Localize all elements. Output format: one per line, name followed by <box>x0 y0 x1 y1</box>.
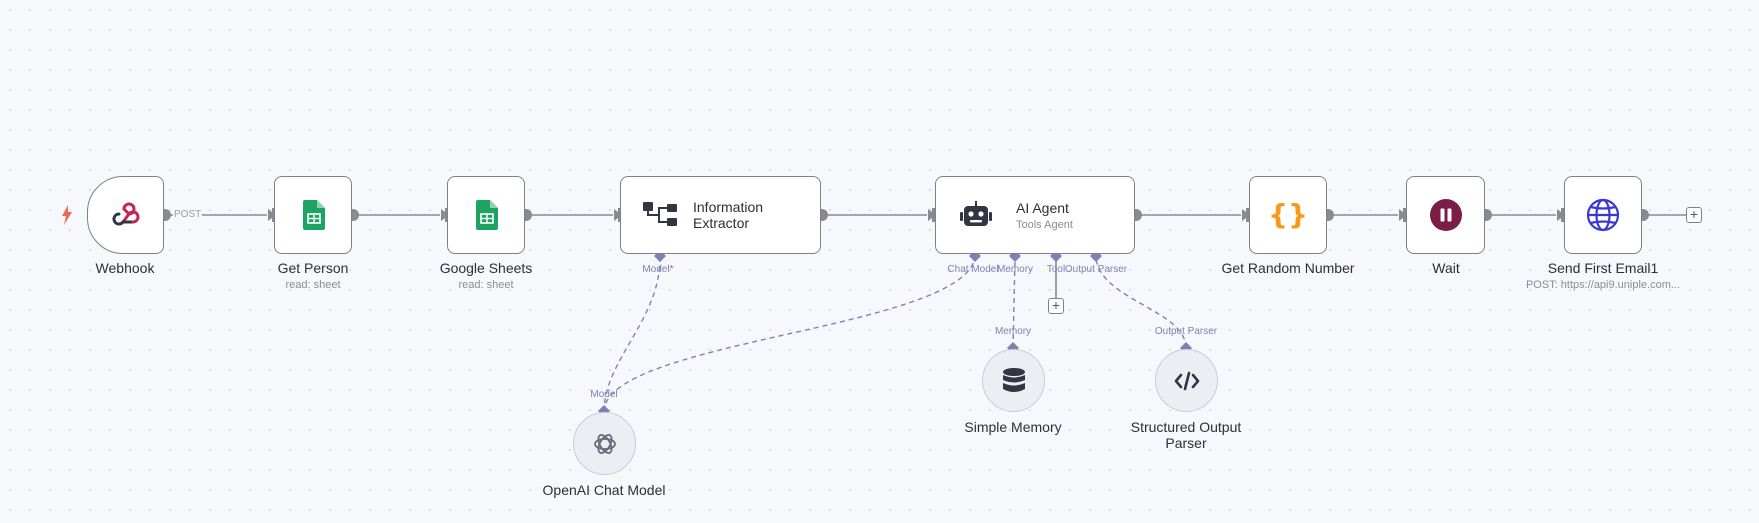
wait-label: Wait <box>1432 260 1460 276</box>
port-chat-model-label: Chat Model <box>947 264 999 275</box>
code-icon <box>1174 371 1199 390</box>
google-sheets-icon <box>476 200 498 230</box>
curly-braces-icon: {} <box>1271 200 1305 230</box>
add-tool-button[interactable]: + <box>1048 298 1064 314</box>
connection-openai-agent[interactable] <box>603 257 976 413</box>
connection-memory-agent[interactable] <box>1012 257 1016 349</box>
connection-parser-agent[interactable] <box>1095 257 1187 349</box>
extractor-title-line1: Information <box>693 199 764 215</box>
database-icon <box>1002 367 1025 392</box>
structured-output-parser-label: Structured Output Parser <box>1130 419 1242 451</box>
get-person-label: Get Person <box>277 260 349 276</box>
information-extractor-node[interactable]: Information Extractor <box>620 176 821 254</box>
robot-icon <box>960 201 992 226</box>
webhook-edge-label: POST <box>173 209 203 220</box>
bolt-icon <box>62 205 72 225</box>
tree-icon <box>643 202 677 226</box>
send-first-email-label: Send First Email1 <box>1547 260 1659 276</box>
plus-icon: + <box>1689 206 1699 222</box>
svg-text:{}: {} <box>1271 200 1305 230</box>
extractor-port-model-label: Model* <box>642 264 674 275</box>
send-first-email-node[interactable] <box>1564 176 1642 254</box>
google-sheets-subtitle: read: sheet <box>458 279 514 291</box>
google-sheets-node[interactable] <box>447 176 525 254</box>
google-sheets-label: Google Sheets <box>439 260 533 276</box>
get-random-number-node[interactable]: {} <box>1249 176 1327 254</box>
simple-memory-node[interactable] <box>982 349 1045 412</box>
ai-agent-subtitle: Tools Agent <box>1016 218 1073 231</box>
openai-icon <box>593 433 616 454</box>
port-output-parser-label: Output Parser <box>1064 264 1128 275</box>
simple-memory-label: Simple Memory <box>964 419 1062 435</box>
google-sheets-icon <box>303 200 325 230</box>
port-memory-label: Memory <box>996 264 1034 275</box>
webhook-icon <box>112 202 139 226</box>
connection-openai-extractor[interactable] <box>603 257 661 413</box>
plus-icon: + <box>1051 297 1061 313</box>
webhook-node[interactable] <box>87 176 164 254</box>
send-first-email-subtitle: POST: https://api9.uniple.com... <box>1525 279 1681 291</box>
structured-output-parser-node[interactable] <box>1155 349 1218 412</box>
ai-agent-title: AI Agent <box>1016 199 1069 216</box>
ai-agent-node[interactable]: AI Agent Tools Agent <box>935 176 1135 254</box>
openai-chat-model-label: OpenAI Chat Model <box>542 482 666 498</box>
get-random-number-label: Get Random Number <box>1221 260 1355 276</box>
memory-port-label: Memory <box>994 326 1032 337</box>
input-handle[interactable] <box>1246 208 1250 222</box>
globe-icon <box>1586 198 1620 232</box>
get-person-subtitle: read: sheet <box>285 279 341 291</box>
openai-chat-model-node[interactable] <box>573 412 636 475</box>
wait-node[interactable] <box>1406 176 1485 254</box>
input-handle[interactable] <box>932 208 936 222</box>
input-handle[interactable] <box>1561 208 1565 222</box>
pause-icon <box>1429 199 1462 231</box>
input-handle[interactable] <box>1403 208 1407 222</box>
parser-port-label: Output Parser <box>1154 326 1218 337</box>
port-tool-label: Tool <box>1046 264 1066 275</box>
webhook-label: Webhook <box>95 260 155 276</box>
extractor-title-line2: Extractor <box>693 215 750 231</box>
openai-port-label: Model <box>590 389 618 400</box>
add-node-button[interactable]: + <box>1686 207 1702 223</box>
get-person-node[interactable] <box>274 176 352 254</box>
